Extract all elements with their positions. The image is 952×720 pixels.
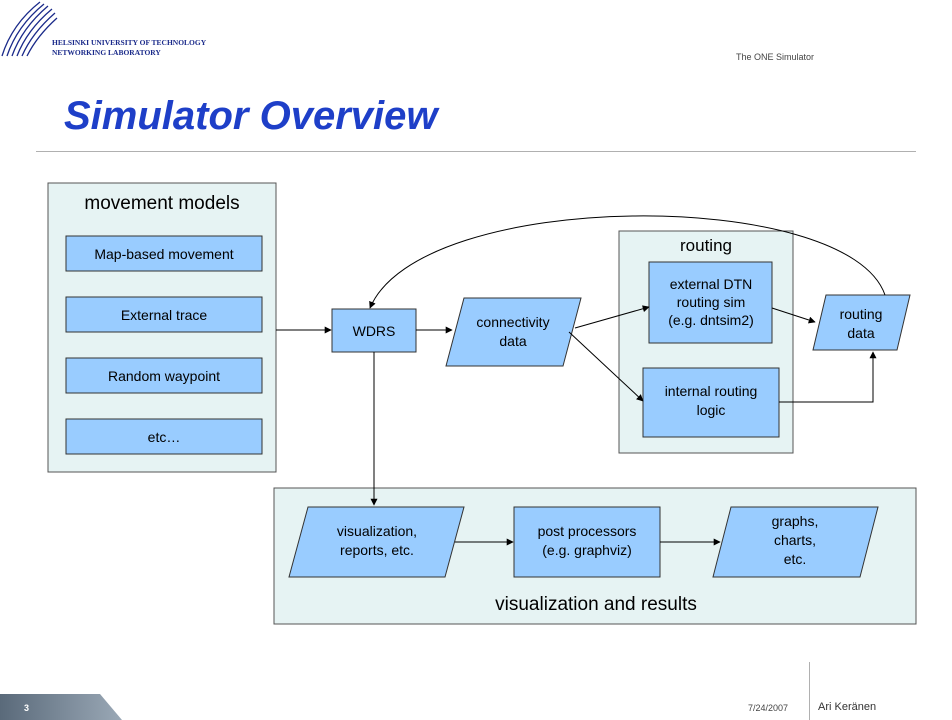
connectivity-line-1: connectivity	[476, 314, 549, 330]
external-routing-line-3: (e.g. dntsim2)	[668, 312, 754, 328]
connectivity-line-2: data	[499, 333, 526, 349]
university-logo	[1, 1, 58, 57]
movement-models-label: movement models	[84, 193, 239, 214]
external-routing-line-2: routing sim	[677, 294, 745, 310]
arrow-internal-to-routing-data	[779, 351, 877, 403]
routing-data-line-2: data	[847, 325, 874, 341]
movement-model-random-waypoint: Random waypoint	[65, 357, 263, 394]
university-line-2: NETWORKING LABORATORY	[52, 48, 161, 57]
movement-model-random-waypoint-label: Random waypoint	[108, 368, 220, 384]
external-dtn-routing-sim-box: external DTN routing sim (e.g. dntsim2)	[648, 261, 773, 344]
arrow-connectivity-to-internal	[568, 331, 644, 402]
movement-model-map-based: Map-based movement	[65, 235, 263, 272]
routing-data-line-1: routing	[840, 306, 883, 322]
graphs-line-2: charts,	[774, 532, 816, 548]
connectors	[276, 215, 886, 546]
internal-routing-line-1: internal routing	[665, 383, 758, 399]
presentation-date: 7/24/2007	[748, 703, 789, 713]
wdrs-box: WDRS	[331, 308, 417, 353]
post-processors-line-2: (e.g. graphviz)	[542, 542, 631, 558]
movement-model-external-trace: External trace	[65, 296, 263, 333]
footer-bar	[0, 694, 122, 720]
wdrs-label: WDRS	[353, 323, 396, 339]
internal-routing-logic-box: internal routing logic	[642, 367, 780, 438]
arrow-connectivity-to-external	[574, 305, 650, 329]
simulator-diagram: movement models Map-based movement Exter…	[47, 182, 917, 625]
arrow-routing-data-to-wdrs	[369, 215, 886, 309]
presenter-name: Ari Keränen	[818, 701, 877, 713]
graphs-charts-node: graphs, charts, etc.	[712, 506, 879, 578]
graphs-line-1: graphs,	[772, 513, 819, 529]
presentation-topic: The ONE Simulator	[735, 52, 814, 62]
movement-model-etc: etc…	[65, 418, 263, 455]
post-processors-line-1: post processors	[538, 523, 637, 539]
title-divider	[36, 151, 916, 152]
movement-model-etc-label: etc…	[148, 429, 181, 445]
post-processors-box: post processors (e.g. graphviz)	[513, 506, 661, 578]
graphs-line-3: etc.	[784, 551, 807, 567]
movement-model-external-trace-label: External trace	[121, 307, 208, 323]
internal-routing-line-2: logic	[697, 402, 726, 418]
university-name: HELSINKI UNIVERSITY OF TECHNOLOGY NETWOR…	[52, 38, 206, 58]
slide-number: 3	[24, 703, 30, 713]
slide-title: Simulator Overview	[64, 94, 438, 138]
connectivity-data-node: connectivity data	[445, 297, 582, 367]
routing-data-node: routing data	[812, 294, 911, 351]
visualization-results-label: visualization and results	[495, 594, 697, 615]
visualization-line-1: visualization,	[337, 523, 417, 539]
movement-model-map-based-label: Map-based movement	[94, 246, 233, 262]
visualization-line-2: reports, etc.	[340, 542, 414, 558]
arrow-external-to-routing-data	[771, 307, 816, 324]
external-routing-line-1: external DTN	[670, 276, 752, 292]
university-line-1: HELSINKI UNIVERSITY OF TECHNOLOGY	[52, 38, 207, 47]
footer-divider	[809, 662, 810, 720]
routing-panel-label: routing	[680, 236, 732, 255]
visualization-reports-node: visualization, reports, etc.	[288, 506, 465, 578]
